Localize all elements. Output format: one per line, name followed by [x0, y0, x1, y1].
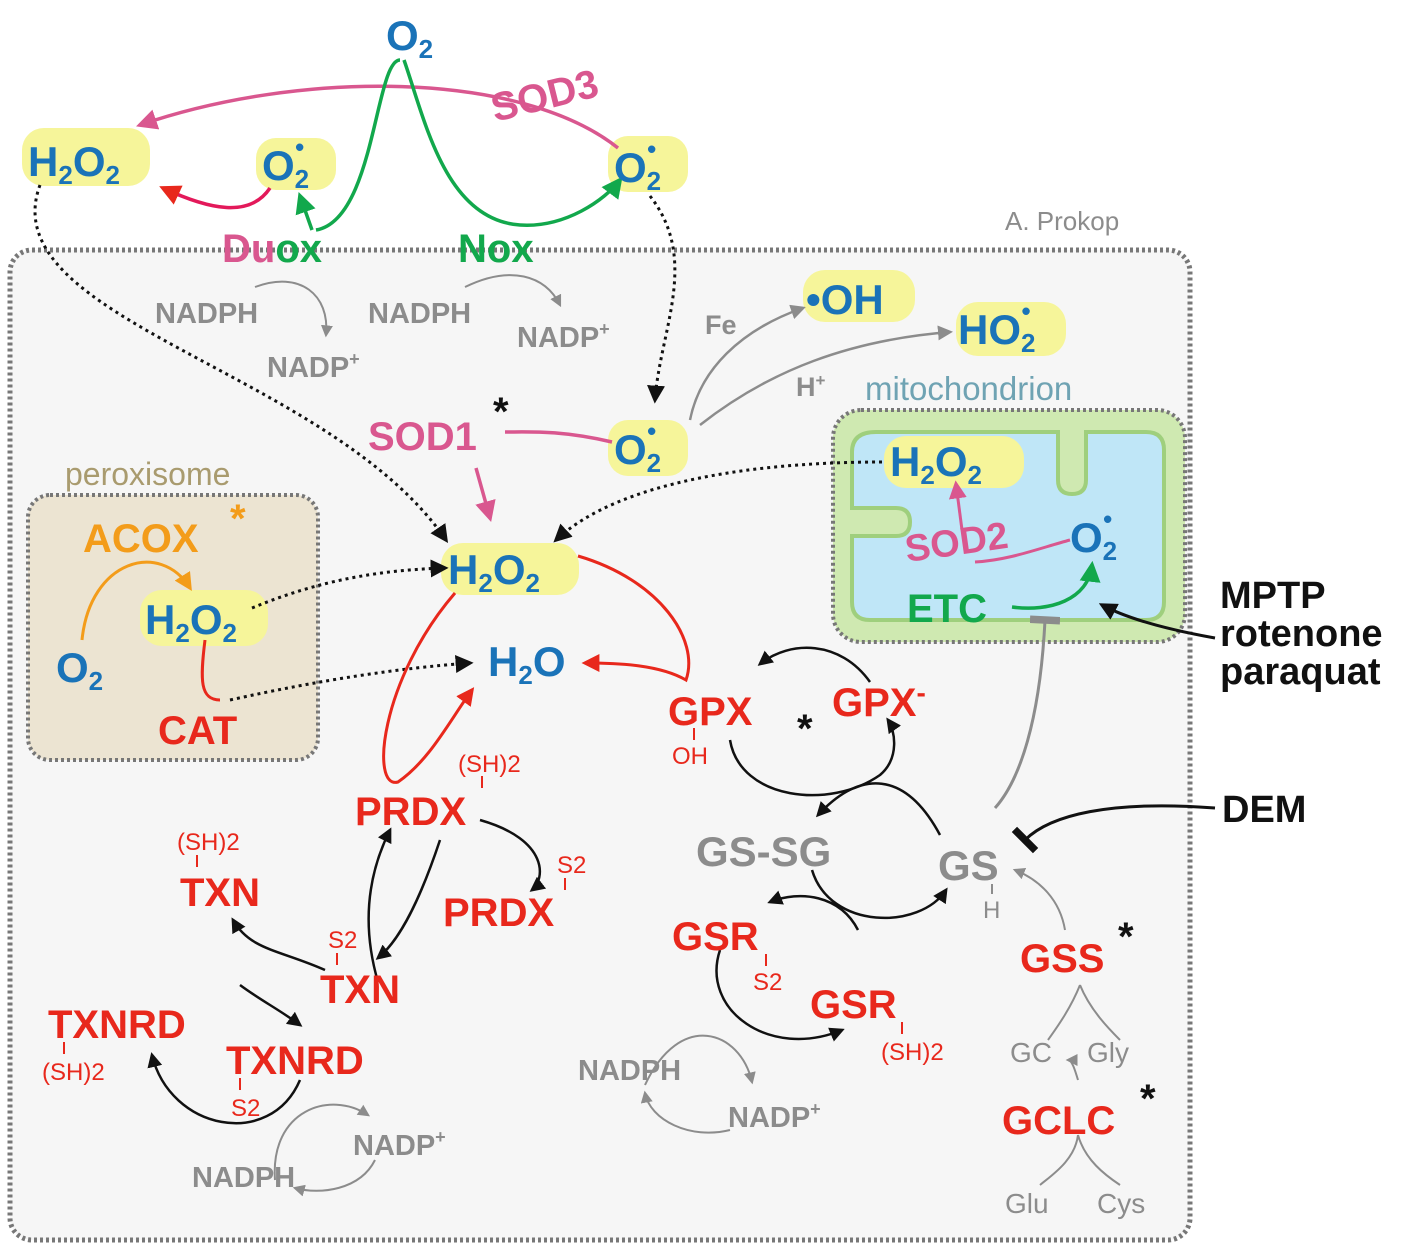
sod1-label: SOD1: [368, 415, 477, 459]
toxin-arrows: [1011, 603, 1216, 854]
nox-label: Nox: [458, 227, 534, 271]
prdx-sh2-label: (SH)2: [458, 751, 521, 778]
gs-label: GS: [938, 842, 999, 889]
txn-reduced-label: TXN: [180, 871, 260, 915]
mptp-label: MPTP: [1220, 575, 1326, 617]
gclc-asterisk: *: [1140, 1077, 1156, 1121]
dem-label: DEM: [1222, 789, 1306, 831]
gly-label: Gly: [1087, 1037, 1129, 1068]
superoxide-arrows: [474, 304, 1101, 610]
nadp-nox-label: NADP+: [517, 319, 610, 354]
prdx-oxidized-label: PRDX: [443, 891, 554, 935]
fe-label: Fe: [705, 310, 737, 340]
gsr-oxidized-label: GSR: [672, 915, 759, 959]
txn-s2-label: S2: [328, 927, 357, 954]
cofactor-arrows-top: [254, 274, 562, 338]
peroxisome-arrows: [80, 560, 221, 702]
gsr-sh2-label: (SH)2: [881, 1039, 944, 1066]
superoxide-duox-label: O2•: [262, 132, 309, 194]
nadph-txnrd-label: NADPH: [192, 1162, 295, 1194]
txn-sh2-label: (SH)2: [177, 829, 240, 856]
gpx-oxidized-label: GPX: [668, 690, 753, 734]
nadph-gsr-label: NADPH: [578, 1055, 681, 1087]
synthesis-arrows: [273, 615, 1121, 1197]
txnrd-sh2-label: (SH)2: [42, 1059, 105, 1086]
h2o2-peroxisome-label: H2O2: [145, 596, 237, 648]
paraquat-label: paraquat: [1220, 651, 1381, 693]
txnrd-reduced-label: TXNRD: [48, 1003, 186, 1047]
prdx-s2-label: S2: [557, 852, 586, 879]
h2o2-extracellular-label: H2O2: [28, 138, 120, 190]
h2o2-central-label: H2O2: [448, 546, 540, 598]
acox-asterisk: *: [230, 497, 246, 541]
nadp-duox-label: NADP+: [267, 349, 360, 384]
acox-label: ACOX: [83, 517, 199, 561]
extracellular-arrows: [136, 58, 623, 232]
txn-oxidized-label: TXN: [320, 968, 400, 1012]
gpx-oh-label: OH: [672, 743, 708, 770]
credit-label: A. Prokop: [1005, 206, 1119, 236]
superoxide-nox-label: O2•: [614, 134, 661, 196]
diffusion-arrows: [33, 184, 883, 702]
peroxisome-label: peroxisome: [65, 456, 230, 492]
cys-label: Cys: [1097, 1188, 1145, 1219]
mitochondrion-label: mitochondrion: [865, 370, 1072, 407]
sod3-label: SOD3: [487, 62, 603, 131]
rotenone-label: rotenone: [1220, 613, 1383, 655]
sod1-asterisk: *: [493, 390, 509, 434]
water-label: H2O: [488, 638, 565, 690]
gss-asterisk: *: [1118, 915, 1134, 959]
ros-highlights: [22, 128, 1066, 646]
gs-h-label: H: [983, 897, 1000, 924]
etc-label: ETC: [907, 587, 987, 631]
duox-label: Duox: [222, 227, 322, 271]
gss-label: GSS: [1020, 937, 1104, 981]
redox-cycle-arrows: [147, 646, 948, 1125]
glu-label: Glu: [1005, 1188, 1049, 1219]
txnrd-s2-label: S2: [231, 1095, 260, 1122]
h2o2-mito-label: H2O2: [890, 438, 982, 490]
gs-sg-label: GS-SG: [696, 828, 831, 875]
cat-label: CAT: [158, 709, 237, 753]
superoxide-mito-label: O2•: [1070, 504, 1117, 566]
nadph-duox-label: NADPH: [155, 298, 258, 330]
hydroxyl-radical-label: •OH: [806, 276, 884, 323]
gsr-s2-label: S2: [753, 969, 782, 996]
gpx-reduced-label: GPX-: [832, 677, 926, 725]
txnrd-oxidized-label: TXNRD: [226, 1039, 364, 1083]
nadp-txnrd-label: NADP+: [353, 1127, 446, 1162]
o2-peroxisome-label: O2: [56, 644, 103, 696]
prdx-reduced-label: PRDX: [355, 790, 466, 834]
reduction-arrows: [382, 554, 691, 784]
nadp-gsr-label: NADP+: [728, 1099, 821, 1134]
superoxide-cytosol-label: O2•: [614, 416, 661, 478]
h-plus-label: H+: [796, 371, 826, 402]
nadph-nox-label: NADPH: [368, 298, 471, 330]
gc-label: GC: [1010, 1037, 1052, 1068]
o2-top-label: O2: [386, 12, 433, 64]
hydroperoxyl-label: HO2•: [958, 296, 1035, 358]
gpx-asterisk: *: [797, 707, 813, 751]
gsr-reduced-label: GSR: [810, 983, 897, 1027]
gclc-label: GCLC: [1002, 1099, 1115, 1143]
